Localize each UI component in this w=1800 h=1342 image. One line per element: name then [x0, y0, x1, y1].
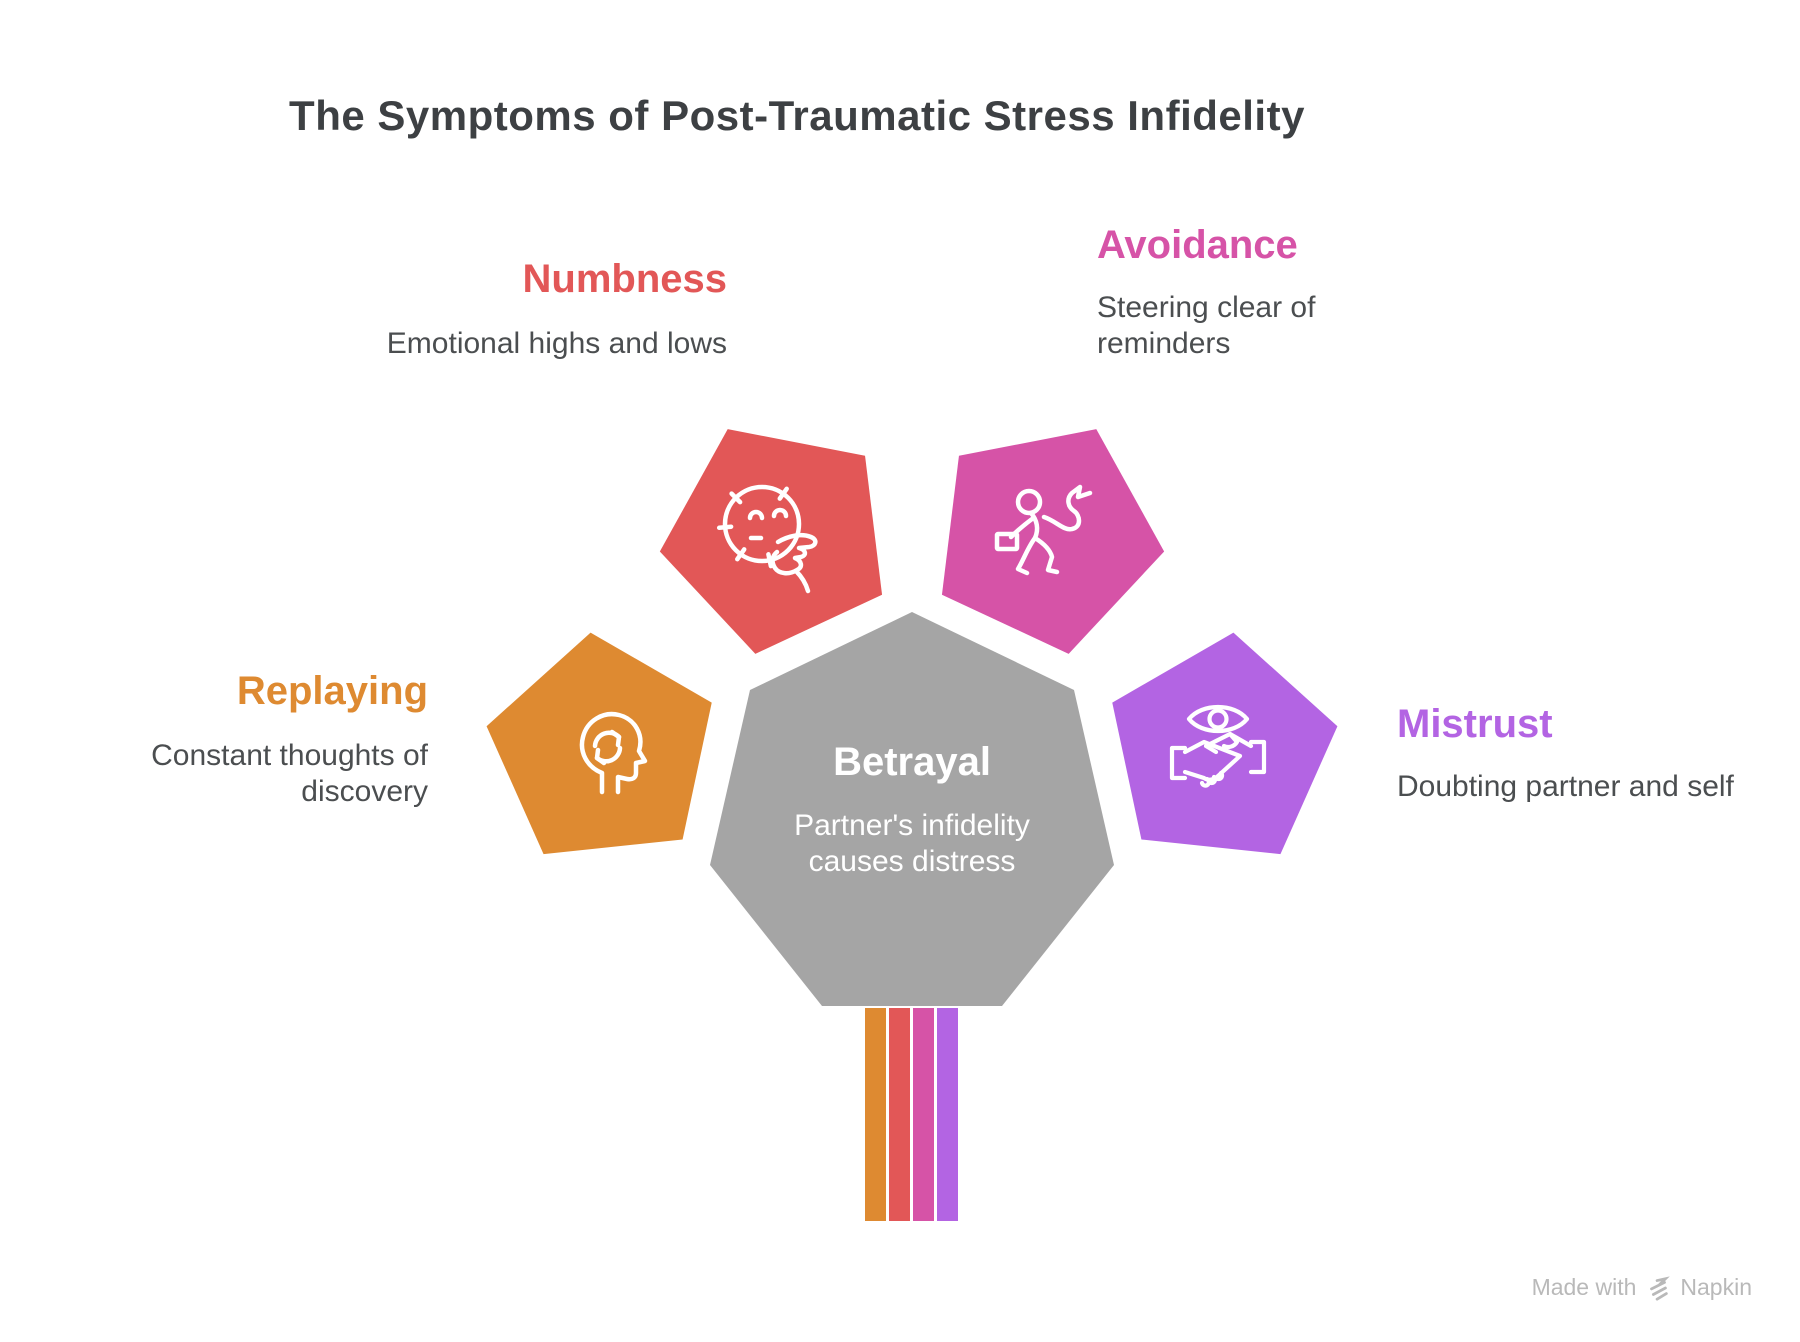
- betrayal-title: Betrayal: [833, 740, 991, 784]
- page-title: The Symptoms of Post-Traumatic Stress In…: [289, 92, 1305, 139]
- betrayal-heptagon: [710, 612, 1114, 1006]
- eye-handshake-icon: [1169, 705, 1267, 788]
- watermark-prefix: Made with: [1531, 1274, 1637, 1300]
- mistrust-label-block: Mistrust Doubting partner and self: [1397, 701, 1734, 805]
- betrayal-center-label: Betrayal Partner's infidelity causes dis…: [762, 738, 1062, 880]
- napkin-logo-icon: [1650, 1275, 1671, 1301]
- betrayal-description: Partner's infidelity causes distress: [794, 809, 1030, 878]
- mistrust-title: Mistrust: [1397, 702, 1553, 746]
- replaying-description: Constant thoughts of discovery: [151, 739, 428, 808]
- numbness-pentagon: [659, 429, 883, 654]
- avoidance-pentagon: [941, 429, 1165, 654]
- numb-face-icon: [716, 484, 818, 594]
- numbness-description: Emotional highs and lows: [386, 327, 727, 360]
- stem-stripe-purple: [937, 1008, 958, 1221]
- mistrust-description: Doubting partner and self: [1397, 770, 1734, 803]
- watermark-brand: Napkin: [1680, 1274, 1752, 1300]
- stem-stripe-pink: [913, 1008, 934, 1221]
- numbness-title: Numbness: [522, 257, 728, 301]
- stem-stripe-red: [889, 1008, 910, 1221]
- fleeing-person-icon: [994, 484, 1093, 576]
- replaying-title: Replaying: [236, 669, 428, 713]
- replaying-pentagon: [486, 632, 712, 855]
- head-replay-icon: [579, 711, 648, 795]
- replaying-label-block: Replaying Constant thoughts of discovery: [108, 668, 428, 810]
- avoidance-label-block: Avoidance Steering clear of reminders: [1097, 222, 1347, 362]
- avoidance-description: Steering clear of reminders: [1097, 291, 1316, 360]
- stem-stripe-orange: [865, 1008, 886, 1221]
- watermark: Made with Napkin: [1532, 1274, 1752, 1301]
- numbness-label-block: Numbness Emotional highs and lows: [387, 256, 727, 362]
- avoidance-title: Avoidance: [1097, 223, 1298, 267]
- mistrust-pentagon: [1112, 632, 1338, 855]
